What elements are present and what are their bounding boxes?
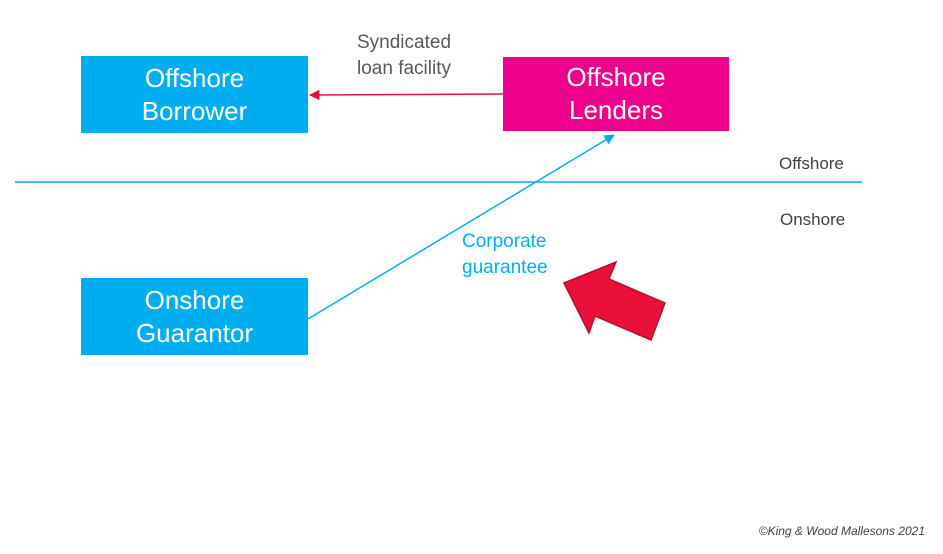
- corporate-guarantee-label: Corporate guarantee: [462, 229, 548, 281]
- offshore-lenders-line1: Offshore: [566, 62, 666, 92]
- offshore-borrower-box: Offshore Borrower: [81, 56, 308, 133]
- onshore-zone-label: Onshore: [780, 210, 846, 229]
- loan-arrow: [308, 89, 504, 101]
- onshore-guarantor-line1: Onshore: [144, 284, 245, 315]
- offshore-lenders-box: Offshore Lenders: [503, 57, 729, 131]
- loan-facility-label-line2: loan facility: [357, 58, 451, 79]
- loan-facility-label: Syndicated loan facility: [357, 30, 451, 82]
- highlight-arrow-icon: [562, 260, 666, 341]
- offshore-borrower-line1: Offshore: [144, 62, 245, 93]
- offshore-lenders-line2: Lenders: [569, 95, 663, 125]
- offshore-borrower-line2: Borrower: [141, 95, 248, 126]
- copyright-notice: ©King & Wood Mallesons 2021: [758, 524, 925, 538]
- onshore-guarantor-box: Onshore Guarantor: [81, 278, 308, 355]
- offshore-zone-label: Offshore: [779, 154, 844, 173]
- corporate-guarantee-label-line2: guarantee: [462, 257, 548, 278]
- corporate-guarantee-label-line1: Corporate: [462, 231, 547, 252]
- loan-facility-label-line1: Syndicated: [357, 32, 452, 53]
- guarantee-arrow: [307, 134, 615, 320]
- onshore-guarantor-line2: Guarantor: [135, 317, 254, 348]
